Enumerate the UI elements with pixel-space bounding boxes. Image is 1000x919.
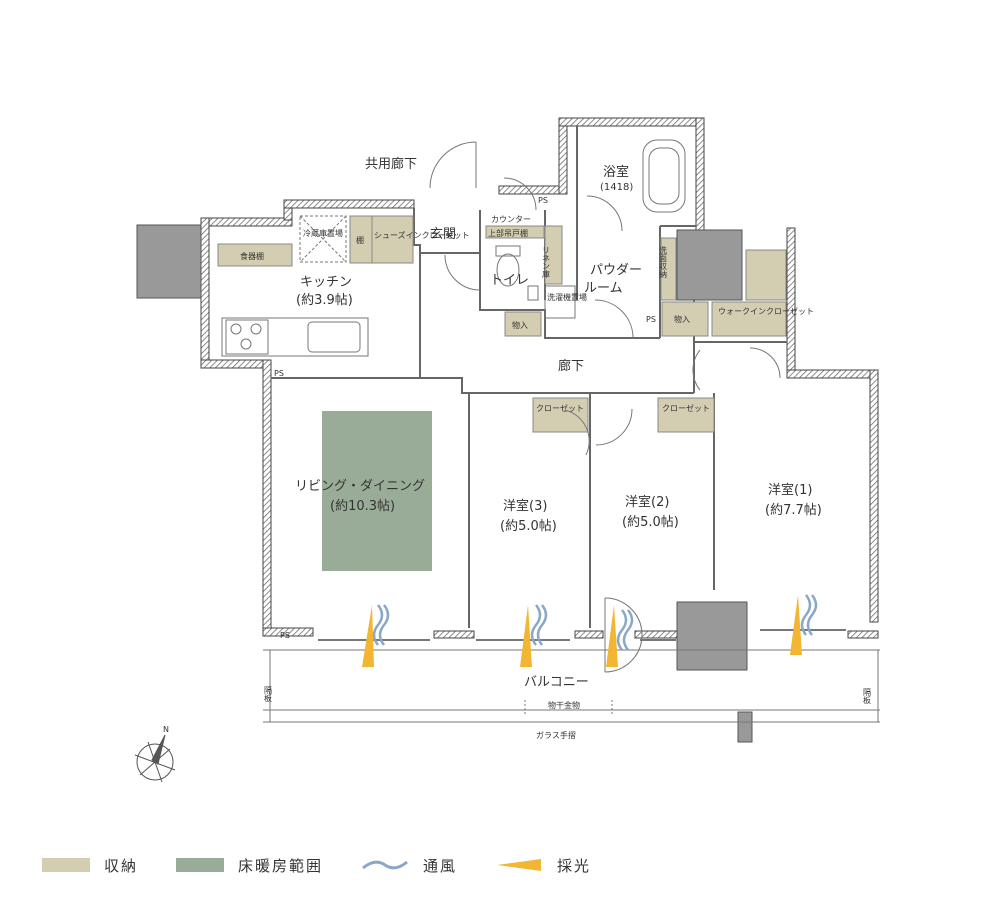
legend-label-floor-heating: 床暖房範囲 — [238, 856, 324, 875]
daylight-markers — [362, 595, 802, 667]
label-closet-3: クローゼット — [536, 403, 584, 413]
label-bath: 浴室 — [603, 164, 629, 180]
legend-item-daylight: 採光 — [495, 855, 591, 876]
label-dish-shelf: 食器棚 — [240, 251, 264, 261]
label-partition-right: 隔板 — [863, 688, 872, 705]
kitchen-fixtures — [221, 139, 686, 357]
label-room2-size: (約5.0帖) — [622, 515, 679, 530]
label-ps-1: PS — [538, 196, 548, 205]
label-room2: 洋室(2) — [625, 494, 669, 510]
compass-icon — [134, 734, 176, 783]
label-ps-4: PS — [280, 631, 290, 640]
label-powder-room: ルーム — [584, 281, 623, 296]
label-kitchen: キッチン — [300, 275, 352, 290]
label-fridge: 冷蔵庫置場 — [303, 228, 343, 238]
legend-item-ventilation: 通風 — [361, 855, 457, 876]
ventilation-markers — [372, 594, 818, 651]
label-entrance: 玄関 — [430, 227, 456, 242]
legend-label-daylight: 採光 — [557, 856, 592, 875]
label-counter: カウンター — [491, 215, 531, 224]
label-drying-rack: 物干金物 — [548, 700, 580, 710]
label-partition-left: 隔板 — [264, 686, 273, 703]
label-toilet: トイレ — [490, 273, 529, 288]
label-upper-cabinet: 上部吊戸棚 — [488, 228, 528, 238]
label-living-size: (約10.3帖) — [330, 499, 395, 514]
label-balcony: バルコニー — [524, 675, 589, 690]
legend-label-storage: 収納 — [104, 856, 139, 875]
label-storage-1: 物入 — [512, 320, 528, 330]
exterior-walls — [200, 117, 879, 639]
daylight-icon — [497, 859, 542, 871]
floor-heating-area — [322, 411, 432, 571]
label-room1-size: (約7.7帖) — [765, 503, 822, 518]
label-wash-storage: 洗面収納 — [659, 245, 668, 279]
label-shelf: 棚 — [356, 235, 364, 245]
legend-item-storage: 収納 — [42, 855, 138, 876]
compass-north-label: N — [163, 725, 169, 734]
label-kitchen-size: (約3.9帖) — [296, 293, 353, 308]
label-ps-3: PS — [274, 369, 284, 378]
door-swings — [429, 141, 781, 673]
label-living: リビング・ダイニング — [295, 479, 425, 494]
label-room3: 洋室(3) — [503, 498, 547, 514]
legend-label-ventilation: 通風 — [423, 856, 458, 875]
label-walkin: ウォークインクローゼット — [718, 306, 814, 316]
label-shoe-closet: シューズインクローゼット — [374, 230, 470, 240]
label-common-corridor: 共用廊下 — [365, 156, 417, 172]
label-ps-2: PS — [646, 315, 656, 324]
label-closet-2: クローゼット — [662, 403, 710, 413]
legend-item-floor-heating: 床暖房範囲 — [176, 855, 323, 876]
legend-swatch-floor-heating — [176, 858, 225, 872]
label-laundry: 洗濯機置場 — [547, 292, 587, 302]
label-room1: 洋室(1) — [768, 482, 812, 498]
legend-swatch-storage — [42, 858, 90, 872]
label-bath-size: (1418) — [600, 182, 633, 193]
label-room3-size: (約5.0帖) — [500, 519, 557, 534]
ventilation-icon — [362, 860, 408, 870]
legend: 収納 床暖房範囲 通風 採光 — [42, 850, 629, 880]
label-glass-rail: ガラス手摺 — [536, 730, 576, 740]
label-hallway: 廊下 — [558, 358, 584, 374]
label-powder: パウダー — [590, 263, 642, 278]
structural-columns — [136, 224, 753, 743]
storage-areas — [217, 215, 787, 433]
label-storage-2: 物入 — [674, 314, 690, 324]
interior-walls — [271, 126, 787, 628]
label-linen: リネン庫 — [542, 246, 551, 279]
